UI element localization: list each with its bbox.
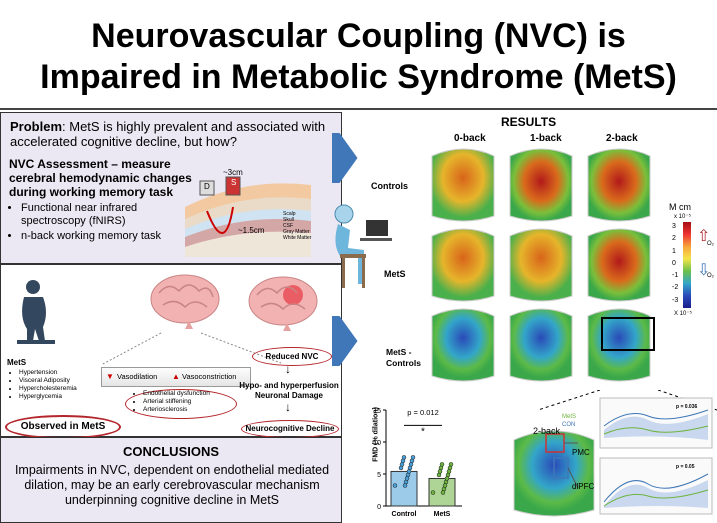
arrow-up-icon: ▲ <box>172 372 180 381</box>
row-mets: MetS <box>384 269 406 279</box>
probe-depth-2: ~1.5cm <box>238 226 265 235</box>
row-controls: Controls <box>371 181 408 191</box>
healthy-brain-icon <box>150 274 220 329</box>
legend-con: CON <box>562 422 576 428</box>
title-line-1: Neurovascular Coupling (NVC) is <box>91 17 626 55</box>
neurocognitive-decline-label: Neurocognitive Decline <box>241 420 339 438</box>
arrow-down-blue-icon: ⇩ <box>697 262 711 279</box>
reduced-nvc-label: Reduced NVC <box>252 347 332 366</box>
probe-depth-1: ~3cm <box>223 168 243 177</box>
arrow-right-2-icon <box>332 316 358 366</box>
results-heading: RESULTS <box>501 115 557 129</box>
detail-2back-label: 2-back <box>533 426 561 436</box>
mets-label: MetS <box>7 358 27 367</box>
vaso-bullets: Endothelial dysfunctionArterial stiffeni… <box>131 390 243 414</box>
fmd-y-tick-label: 10 <box>373 440 381 447</box>
col-2back: 2-back <box>606 133 638 144</box>
arrow-down-2-icon: ↓ <box>285 400 291 414</box>
fmd-point <box>440 490 446 495</box>
observed-in-mets-label: Observed in MetS <box>5 415 121 439</box>
problem-panel: Problem: MetS is highly prevalent and as… <box>0 112 342 264</box>
nvc-bullets: Functional near infrared spectroscopy (f… <box>9 202 196 243</box>
color-scale-bar <box>683 222 691 308</box>
nvc-heading: NVC Assessment – measure cerebral hemody… <box>9 157 192 199</box>
fmd-point <box>392 483 398 488</box>
title-line-2: Impaired in Metabolic Syndrome (MetS) <box>40 58 677 96</box>
participant-icon <box>334 204 392 288</box>
conclusions-heading: CONCLUSIONS <box>122 444 220 459</box>
title-divider <box>0 108 717 110</box>
detail-brain <box>513 430 595 517</box>
conclusions-text: Impairments in NVC, dependent on endothe… <box>14 463 330 507</box>
scale-unit: M cm <box>669 202 691 212</box>
conclusions-panel: CONCLUSIONS Impairments in NVC, dependen… <box>0 437 342 523</box>
scale-top-exponent: x 10⁻⁵ <box>674 214 691 220</box>
fmd-star: * <box>421 426 425 437</box>
hypo-hyper-label: Hypo- and hyperperfusion Neuronal Damage <box>239 381 339 400</box>
fmd-category-label: MetS <box>434 511 451 518</box>
dlpfc-pvalue: p = 0.05 <box>676 464 695 470</box>
dlpfc-label: dlPFC <box>572 482 595 491</box>
controls-row-maps <box>431 148 651 222</box>
mets-components: HypertensionVisceral AdiposityHyperchole… <box>7 369 119 401</box>
poster-title: Neurovascular Coupling (NVC) is Impaired… <box>0 16 717 98</box>
nvc-bullet: Functional near infrared spectroscopy (f… <box>21 202 196 228</box>
pmc-label: PMC <box>572 448 590 457</box>
pmc-pvalue: p = 0.036 <box>676 404 698 410</box>
difference-row-maps <box>431 308 655 382</box>
vaso-highlight-ellipse <box>125 389 237 419</box>
probe-source-label: S <box>231 178 237 187</box>
arrow-down-icon: ▼ <box>106 372 114 381</box>
nvc-bullet: n-back working memory task <box>21 230 196 243</box>
fnirs-illustration <box>185 176 311 257</box>
brain-map-grid <box>431 148 655 382</box>
zoom-lines <box>100 332 282 366</box>
arrow-down-1-icon: ↓ <box>285 362 291 376</box>
fmd-point <box>436 472 442 478</box>
scale-bottom-exponent: X 10⁻⁵ <box>674 311 692 317</box>
arrow-up-red-icon: ⇧ <box>697 228 711 245</box>
mechanism-panel: MetS HypertensionVisceral AdiposityHyper… <box>0 264 342 439</box>
person-icon <box>17 280 55 344</box>
fmd-y-tick-label: 5 <box>377 472 381 479</box>
mets-row-maps <box>431 228 651 302</box>
vasodilation-label: Vasodilation <box>117 372 158 381</box>
fmd-pvalue: p = 0.012 <box>407 408 439 417</box>
fmd-y-tick-label: 15 <box>373 408 381 415</box>
o2-up-label: O₂ <box>707 241 714 247</box>
fmd-point <box>398 465 404 471</box>
o2-down-label: O₂ <box>707 273 714 279</box>
arrow-right-1-icon <box>332 133 358 183</box>
row-difference: MetS - Controls <box>386 347 421 368</box>
col-1back: 1-back <box>530 133 562 144</box>
fmd-category-label: Control <box>392 511 417 518</box>
vaso-box: ▼ Vasodilation ▲ Vasoconstriction <box>101 367 251 387</box>
legend-mets: MetS <box>562 414 577 420</box>
vasoconstriction-label: Vasoconstriction <box>182 372 237 381</box>
fmd-point <box>430 490 436 495</box>
fmd-y-tick-label: 0 <box>377 504 381 511</box>
fmd-bar <box>390 470 418 507</box>
damaged-brain-icon <box>248 276 318 331</box>
problem-text: Problem: MetS is highly prevalent and as… <box>10 119 326 149</box>
fmd-point <box>402 483 408 488</box>
probe-detector-label: D <box>204 182 210 191</box>
detail-panel <box>513 390 717 517</box>
col-0back: 0-back <box>454 133 486 144</box>
